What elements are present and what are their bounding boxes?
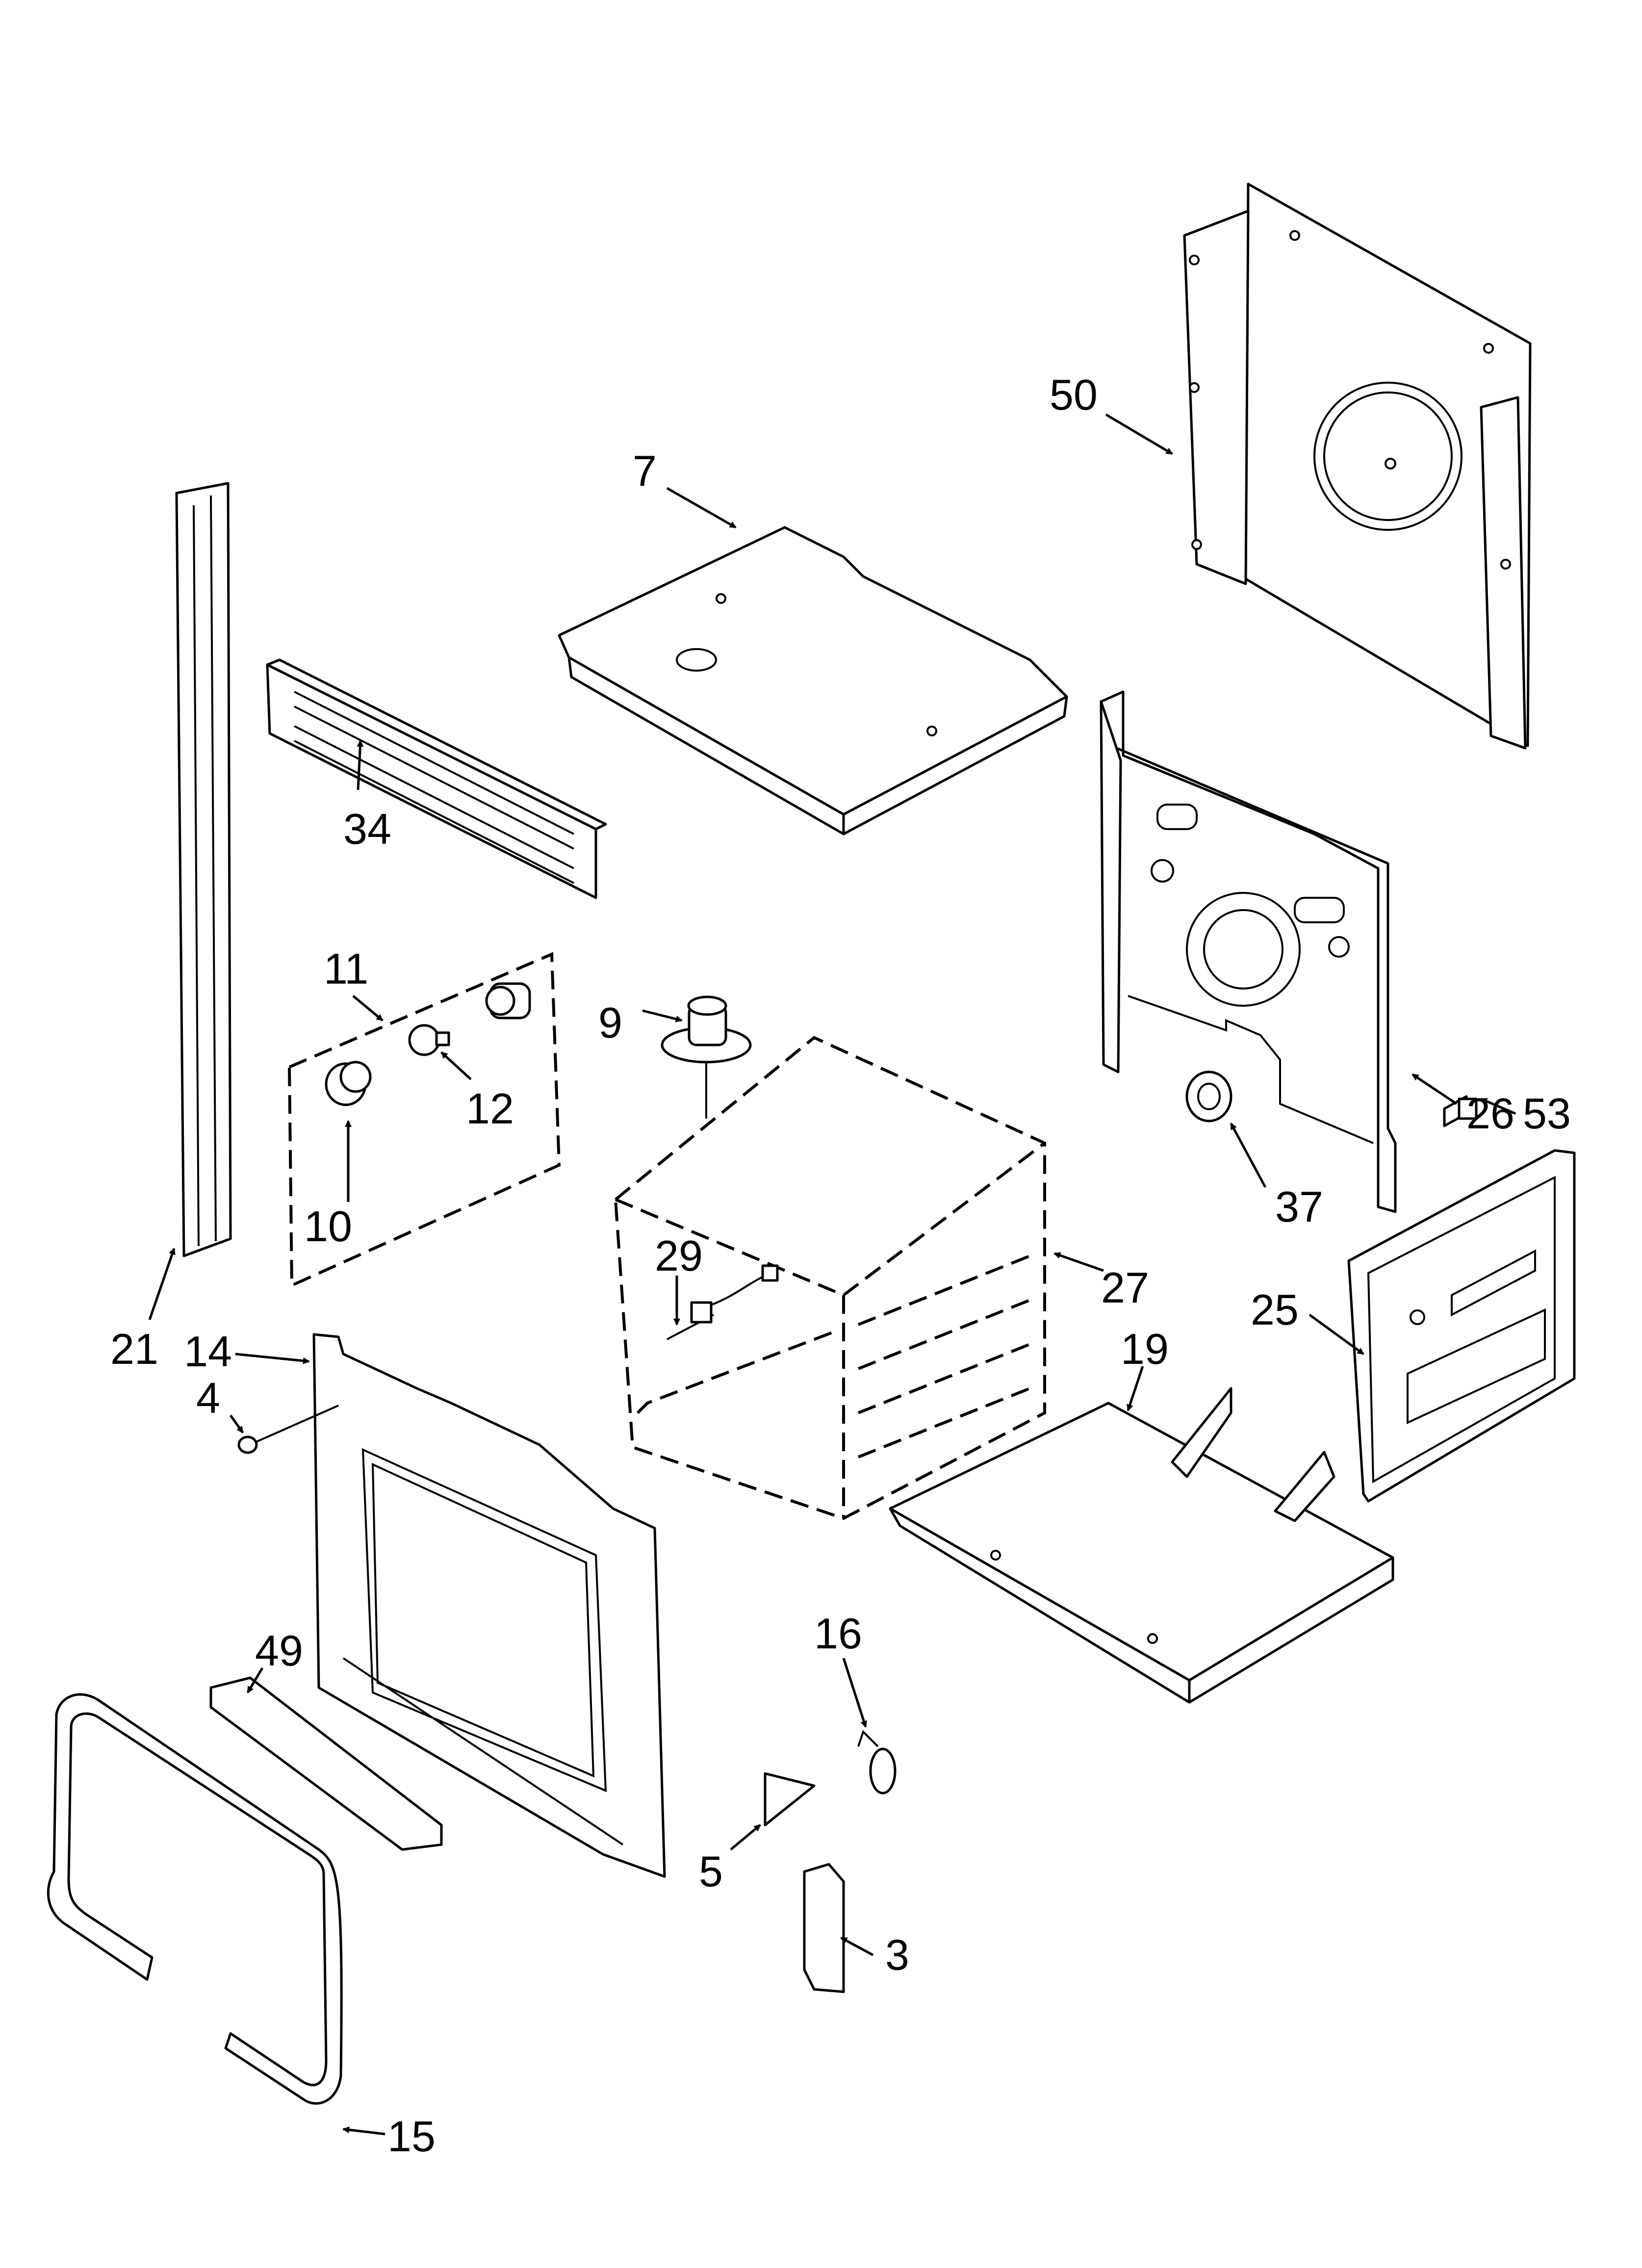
part-4-screw (237, 1405, 339, 1454)
part-37-limiter (1185, 1070, 1232, 1122)
label-19: 19 (1121, 1325, 1169, 1373)
part-49-bracket (209, 1676, 443, 1851)
label-11: 11 (324, 944, 368, 993)
label-7: 7 (633, 446, 657, 495)
label-27: 27 (1101, 1263, 1149, 1312)
part-19-bottom-panel (889, 1387, 1394, 1704)
label-5: 5 (699, 1847, 723, 1896)
label-53: 53 (1523, 1089, 1571, 1138)
part-29-sensor (667, 1264, 779, 1340)
part-27-oven-cavity (614, 1036, 1046, 1520)
part-53-clip (1443, 1095, 1478, 1127)
label-37: 37 (1275, 1182, 1323, 1231)
leader-lines (148, 413, 1516, 2136)
part-10-knob (325, 1061, 372, 1106)
label-25: 25 (1251, 1285, 1299, 1334)
part-11-socket (485, 982, 531, 1019)
part-34-vent-grille (266, 658, 607, 899)
label-26: 26 (1466, 1089, 1514, 1138)
part-21-trim-strip (175, 482, 232, 1257)
part-11-group-box (287, 952, 561, 1288)
label-4: 4 (196, 1374, 220, 1422)
label-10: 10 (304, 1202, 352, 1251)
part-14-front-frame (312, 1333, 666, 1878)
part-50-rear-panel (1183, 182, 1532, 750)
part-16-hinge (857, 1730, 897, 1795)
part-15-gasket (47, 1693, 343, 2105)
part-12-lamp (408, 1024, 450, 1056)
label-9: 9 (598, 998, 622, 1047)
part-3-hinge (803, 1863, 845, 1993)
part-5-bracket (764, 1772, 816, 1826)
part-25-side-panel (1347, 1149, 1576, 1503)
part-labels: 50 7 34 11 9 12 10 29 27 26 53 37 25 19 … (110, 370, 1571, 2161)
part-9-thermostat (661, 995, 752, 1119)
label-29: 29 (655, 1231, 703, 1280)
label-15: 15 (387, 2112, 436, 2161)
label-50: 50 (1050, 370, 1098, 419)
label-12: 12 (466, 1084, 514, 1133)
label-14: 14 (184, 1327, 232, 1376)
part-7-top-panel (558, 526, 1068, 835)
label-49: 49 (255, 1626, 303, 1675)
part-26-rear-frame (1100, 690, 1397, 1213)
label-3: 3 (885, 1930, 909, 1979)
label-21: 21 (110, 1325, 158, 1373)
label-34: 34 (343, 805, 391, 853)
label-16: 16 (814, 1609, 862, 1658)
